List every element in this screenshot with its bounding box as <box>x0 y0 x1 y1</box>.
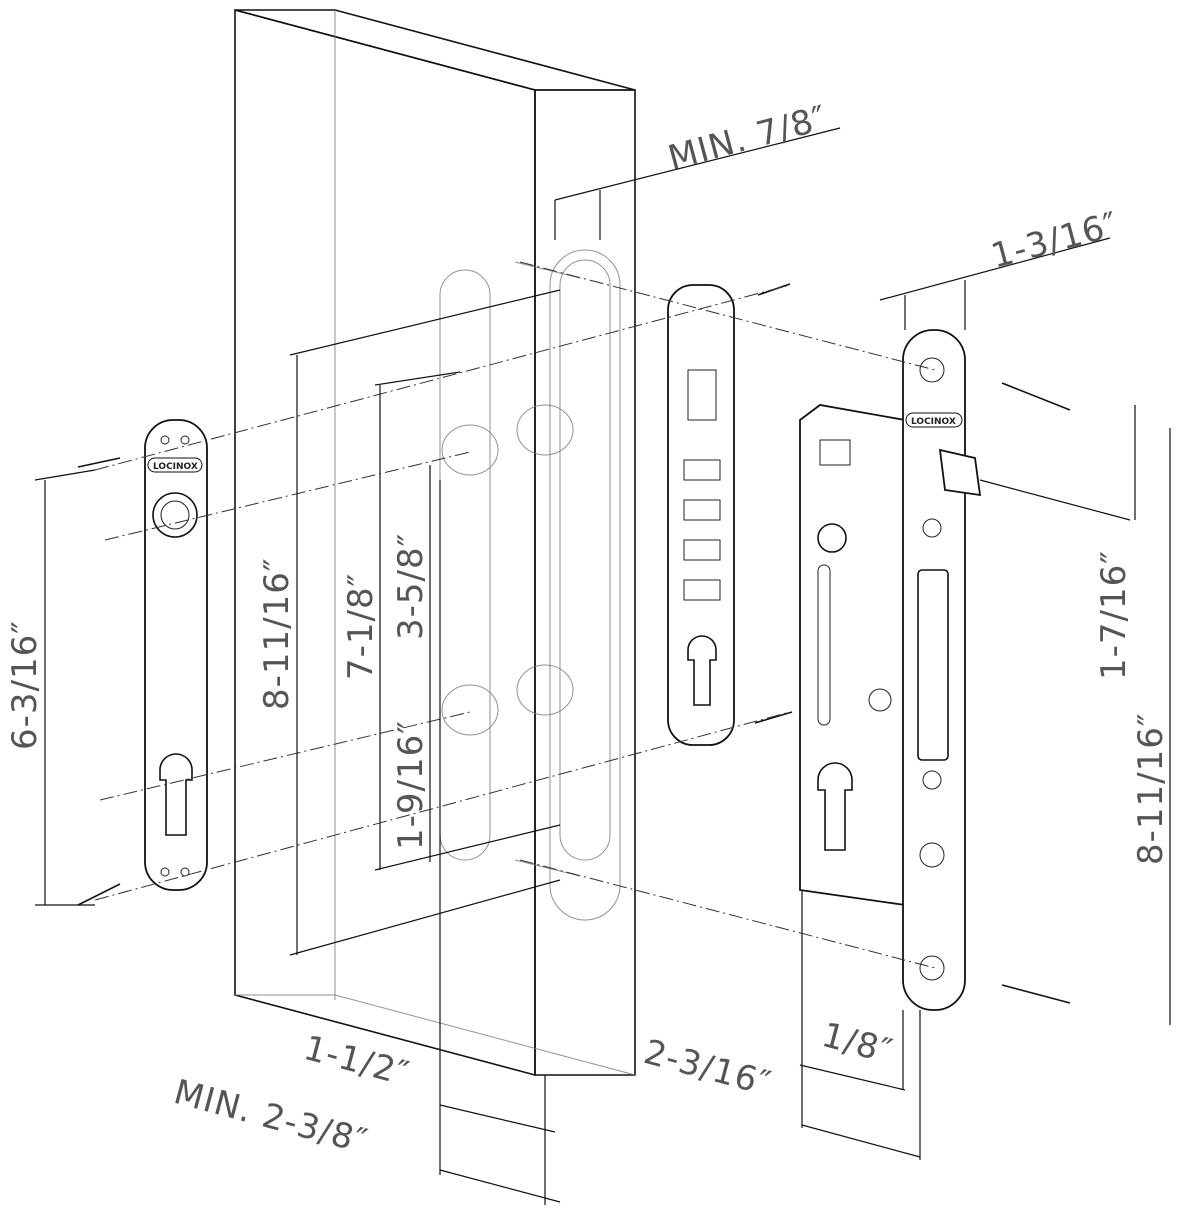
dim-min-profile-width: MIN. 2-3/8″ <box>170 1072 372 1162</box>
dim-lock-body-depth: 2-3/16″ <box>640 1032 776 1104</box>
brand-logo-faceplate: LOCINOX <box>911 417 956 427</box>
brand-logo: LOCINOX <box>153 462 198 472</box>
dim-cylinder-hole: 1-9/16″ <box>391 720 431 850</box>
screws-right <box>1001 382 1071 1004</box>
dim-mounting-height: 8-11/16″ <box>257 557 297 710</box>
inner-mounting-plate <box>667 284 735 746</box>
lock-body <box>799 404 906 907</box>
profile-cutouts <box>439 249 621 921</box>
dim-faceplate-thickness: 1/8″ <box>818 1015 897 1072</box>
dimension-lines <box>34 127 1171 1205</box>
dim-min-wall: MIN. 7/8″ <box>664 98 832 179</box>
dim-faceplate-height: 8-11/16″ <box>1131 712 1171 865</box>
dim-outer-plate-height: 6-3/16″ <box>5 620 45 750</box>
screws-left <box>77 457 121 906</box>
outer-cylinder-plate: LOCINOX <box>144 419 208 891</box>
screws-middle <box>754 283 793 724</box>
faceplate: LOCINOX <box>902 329 982 1011</box>
dim-strike-width: 1-3/16″ <box>987 204 1123 276</box>
center-lines <box>94 261 936 969</box>
dim-hole-spacing: 7-1/8″ <box>341 573 381 680</box>
dim-cylinder-handle: 3-5/8″ <box>391 533 431 640</box>
dim-latch-offset: 1-7/16″ <box>1094 550 1134 680</box>
